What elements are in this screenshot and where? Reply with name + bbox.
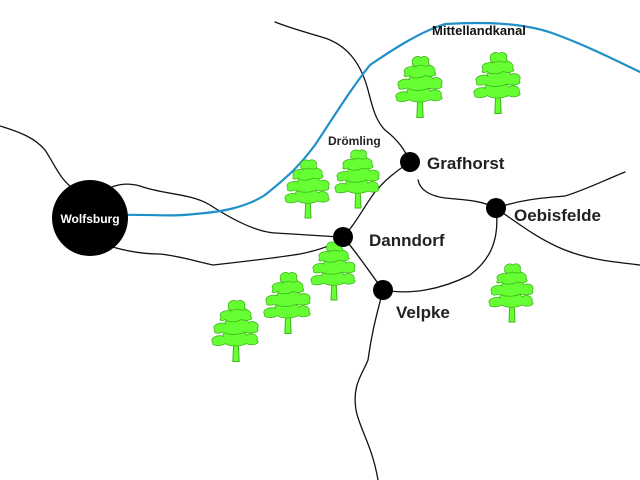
road-wolfsburg-south <box>99 237 344 266</box>
road-oebisfelde-west <box>417 179 497 209</box>
tree-icon <box>488 263 534 323</box>
canal-label: Mittellandkanal <box>432 23 526 38</box>
road-velpke-south <box>354 289 384 480</box>
mittellandkanal-line <box>118 21 640 217</box>
tree-icon <box>263 271 311 335</box>
city-label-oebisfelde: Oebisfelde <box>514 206 601 225</box>
city-marker-grafhorst[interactable] <box>400 152 420 172</box>
tree-icon <box>211 299 259 363</box>
tree-icon <box>334 149 380 209</box>
road-wolfsburg-north <box>104 183 344 238</box>
road-grafhorst-north <box>274 21 411 163</box>
cities: Wolfsburg Grafhorst Danndorf Oebisfelde … <box>52 152 601 322</box>
city-marker-oebisfelde[interactable] <box>486 198 506 218</box>
city-marker-danndorf[interactable] <box>333 227 353 247</box>
tree-icon <box>310 241 356 301</box>
road-oebisfelde-east <box>495 171 626 209</box>
road-oebisfelde-southeast <box>495 207 640 266</box>
city-label-danndorf: Danndorf <box>369 231 445 250</box>
city-label-wolfsburg: Wolfsburg <box>60 212 119 226</box>
road-west-top <box>0 125 76 191</box>
city-marker-wolfsburg[interactable] <box>52 180 128 256</box>
tree-icon <box>473 51 521 115</box>
city-label-velpke: Velpke <box>396 303 450 322</box>
city-label-grafhorst: Grafhorst <box>427 154 505 173</box>
forest <box>211 51 534 363</box>
tree-icon <box>284 159 330 219</box>
city-marker-velpke[interactable] <box>373 280 393 300</box>
region-label-dromling: Drömling <box>328 134 381 148</box>
road-velpke-oebisfelde <box>382 207 498 293</box>
tree-icon <box>395 55 443 119</box>
